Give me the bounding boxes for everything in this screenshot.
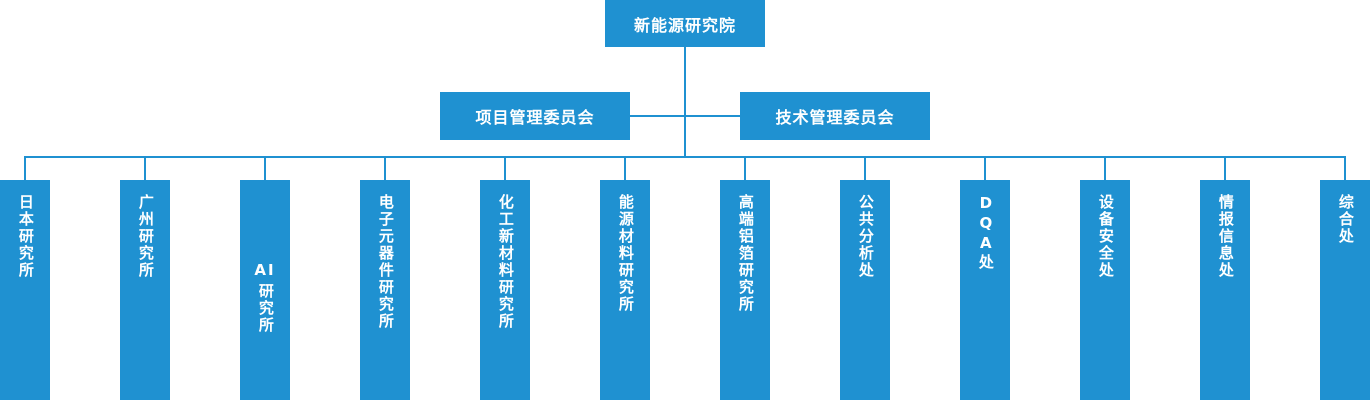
org-node-dept-dqa[interactable]: DQA处 xyxy=(960,180,1010,400)
connector-drop-8 xyxy=(864,156,866,180)
org-node-dept-energy-materials-label: 能源材料研究所 xyxy=(616,194,635,313)
connector-drop-9 xyxy=(984,156,986,180)
org-node-committee-technical-label: 技术管理委员会 xyxy=(775,108,895,127)
connector-drop-2 xyxy=(144,156,146,180)
connector-drop-6 xyxy=(624,156,626,180)
connector-drop-1 xyxy=(24,156,26,180)
org-node-root-label: 新能源研究院 xyxy=(633,15,736,35)
connector-drop-5 xyxy=(504,156,506,180)
org-node-committee-project-label: 项目管理委员会 xyxy=(475,108,595,127)
connector-drop-3 xyxy=(264,156,266,180)
connector-root-trunk xyxy=(684,47,686,157)
org-node-dept-electronic-components[interactable]: 电子元器件研究所 xyxy=(360,180,410,400)
connector-drop-4 xyxy=(384,156,386,180)
org-node-dept-energy-materials[interactable]: 能源材料研究所 xyxy=(600,180,650,400)
org-node-dept-dqa-label: DQA处 xyxy=(976,194,995,271)
org-node-dept-japan-label: 日本研究所 xyxy=(16,194,35,279)
connector-department-bus xyxy=(24,156,1346,158)
org-node-dept-electronic-components-label: 电子元器件研究所 xyxy=(376,194,395,330)
connector-drop-10 xyxy=(1104,156,1106,180)
org-node-dept-equipment-safety[interactable]: 设备安全处 xyxy=(1080,180,1130,400)
org-node-committee-technical[interactable]: 技术管理委员会 xyxy=(740,92,930,140)
org-node-dept-high-end-aluminum-foil[interactable]: 高端铝箔研究所 xyxy=(720,180,770,400)
org-node-dept-ai-label: 研究所 xyxy=(256,282,275,334)
connector-committee-bar xyxy=(630,115,740,117)
connector-drop-11 xyxy=(1224,156,1226,180)
connector-drop-7 xyxy=(744,156,746,180)
org-node-dept-general-affairs-label: 综合处 xyxy=(1336,194,1355,245)
org-node-root[interactable]: 新能源研究院 xyxy=(605,0,765,47)
org-node-dept-chemical-new-materials[interactable]: 化工新材料研究所 xyxy=(480,180,530,400)
org-node-dept-public-analysis[interactable]: 公共分析处 xyxy=(840,180,890,400)
org-node-dept-intelligence-information[interactable]: 情报信息处 xyxy=(1200,180,1250,400)
org-node-dept-public-analysis-label: 公共分析处 xyxy=(856,194,875,279)
connector-drop-12 xyxy=(1344,156,1346,180)
org-node-dept-japan[interactable]: 日本研究所 xyxy=(0,180,50,400)
org-node-dept-intelligence-information-label: 情报信息处 xyxy=(1216,194,1235,279)
org-node-committee-project[interactable]: 项目管理委员会 xyxy=(440,92,630,140)
org-node-dept-guangzhou[interactable]: 广州研究所 xyxy=(120,180,170,400)
org-node-dept-equipment-safety-label: 设备安全处 xyxy=(1096,194,1115,279)
org-node-dept-guangzhou-label: 广州研究所 xyxy=(136,194,155,279)
org-node-dept-general-affairs[interactable]: 综合处 xyxy=(1320,180,1370,400)
org-node-dept-ai-latin: AI xyxy=(254,260,276,279)
org-node-dept-chemical-new-materials-label: 化工新材料研究所 xyxy=(496,194,515,330)
org-node-dept-ai[interactable]: AI 研究所 xyxy=(240,180,290,400)
org-node-dept-high-end-aluminum-foil-label: 高端铝箔研究所 xyxy=(736,194,755,313)
